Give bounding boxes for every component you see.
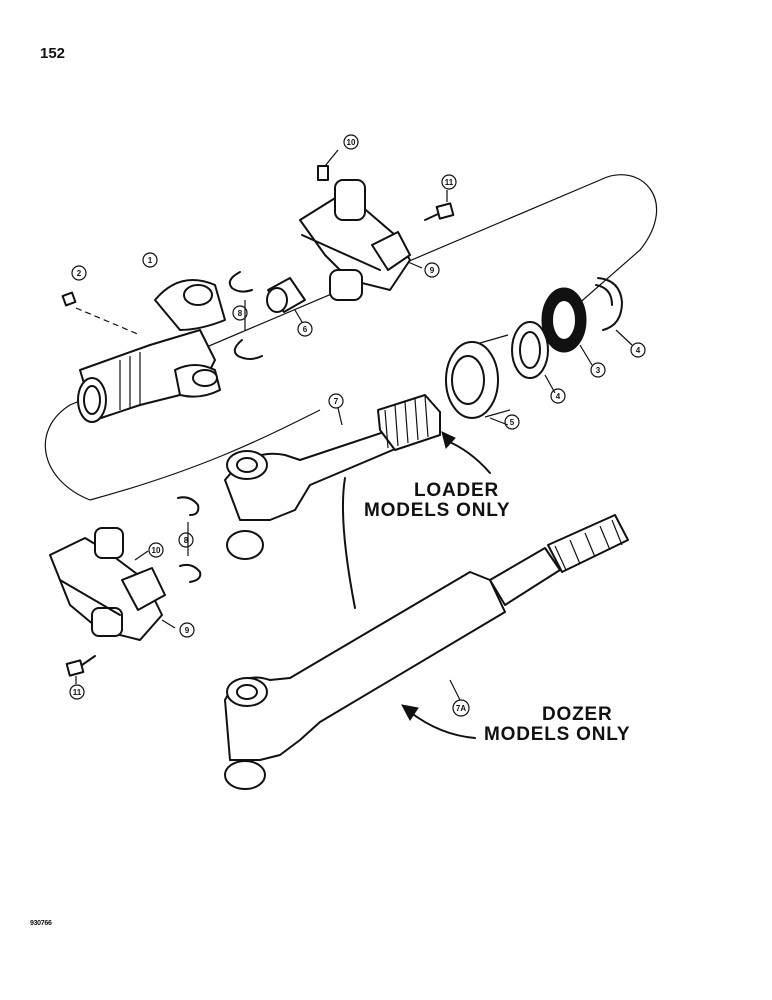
part-1-slip-yoke [77, 279, 226, 423]
svg-text:11: 11 [73, 688, 82, 697]
svg-text:10: 10 [347, 138, 356, 147]
part-8-snap-rings-upper [228, 271, 263, 360]
svg-text:4: 4 [556, 392, 561, 401]
callout-8-lower: 8 [178, 532, 194, 548]
part-2-set-screw [61, 291, 141, 336]
part-3-seal [541, 287, 593, 366]
loader-note-line2: MODELS ONLY [364, 500, 510, 521]
part-5-nut [445, 334, 511, 426]
part-10-grease-fitting-lower [134, 550, 149, 561]
svg-text:9: 9 [185, 626, 190, 635]
part-6-bearing-cup [266, 277, 306, 323]
loader-note-line1: LOADER [414, 480, 499, 501]
svg-text:2: 2 [77, 269, 82, 278]
callout-1: 1 [142, 252, 158, 268]
callout-3: 3 [590, 362, 606, 378]
part-9-universal-joint-upper [299, 179, 423, 301]
callout-10-lower: 10 [148, 542, 164, 558]
drawing-code: 930766 [30, 920, 52, 927]
callout-11-upper: 11 [441, 174, 457, 190]
callout-8-upper: 8 [232, 305, 248, 321]
part-7a-dozer-shaft [224, 514, 629, 790]
svg-text:10: 10 [152, 546, 161, 555]
page-number: 152 [40, 45, 66, 62]
svg-text:3: 3 [596, 366, 601, 375]
callout-5: 5 [504, 414, 520, 430]
svg-text:8: 8 [238, 309, 243, 318]
svg-text:5: 5 [510, 418, 515, 427]
part-4-washer-right [595, 277, 633, 346]
part-7-loader-shaft [224, 394, 441, 609]
callout-7a: 7A [452, 699, 470, 717]
callout-9-upper: 9 [424, 262, 440, 278]
dozer-arrow [409, 711, 476, 739]
svg-text:11: 11 [445, 178, 454, 187]
callout-7: 7 [328, 393, 344, 409]
callout-4-left: 4 [550, 388, 566, 404]
svg-text:1: 1 [148, 256, 153, 265]
loader-arrow [444, 439, 491, 474]
callout-9-lower: 9 [179, 622, 195, 638]
svg-text:6: 6 [303, 325, 308, 334]
part-11-bolt-upper [424, 190, 455, 221]
svg-text:8: 8 [184, 536, 189, 545]
part-10-grease-fitting-upper [317, 149, 339, 181]
callout-11-lower: 11 [69, 684, 85, 700]
svg-text:4: 4 [636, 346, 641, 355]
svg-text:7A: 7A [456, 704, 466, 713]
dozer-note-line1: DOZER [542, 704, 613, 725]
callout-2: 2 [71, 265, 87, 281]
part-4-washer-left [511, 321, 556, 394]
part-8-snap-rings-lower [177, 496, 202, 583]
svg-text:9: 9 [430, 266, 435, 275]
callout-6: 6 [297, 321, 313, 337]
dozer-note-line2: MODELS ONLY [484, 724, 630, 745]
svg-text:7: 7 [334, 397, 339, 406]
callout-10-upper: 10 [343, 134, 359, 150]
part-9-universal-joint-lower [49, 527, 176, 641]
callout-4-right: 4 [630, 342, 646, 358]
enclosure-loop [44, 174, 658, 501]
part-11-bolt-lower [65, 655, 96, 684]
